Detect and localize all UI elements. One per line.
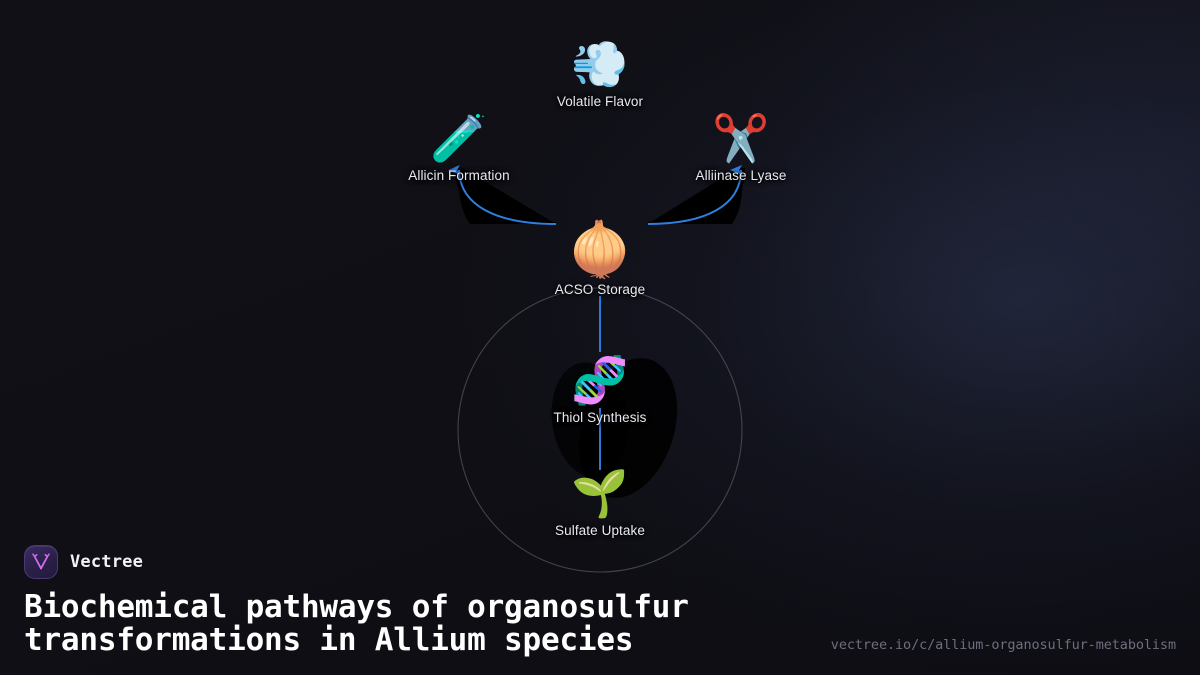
node-thiol-synthesis[interactable]: 🧬 Thiol Synthesis: [520, 354, 680, 426]
node-alliinase-lyase[interactable]: ✂️ Alliinase Lyase: [661, 112, 821, 184]
page-url: vectree.io/c/allium-organosulfur-metabol…: [830, 637, 1176, 653]
onion-icon: 🧅: [567, 220, 633, 280]
footer: Vectree Biochemical pathways of organosu…: [0, 545, 1200, 675]
page-title: Biochemical pathways of organosulfur tra…: [24, 589, 689, 659]
shadow-blob-lower-2: [551, 362, 629, 478]
vectree-logo-icon[interactable]: [24, 545, 58, 580]
edge-acso-to-allicin: [448, 164, 557, 225]
dashing-away-icon: 💨: [571, 37, 629, 91]
edge-acso-to-alliinase: [647, 165, 743, 225]
brand-name: Vectree: [70, 552, 144, 573]
node-label: Sulfate Uptake: [555, 523, 645, 538]
scissors-icon: ✂️: [712, 111, 770, 165]
node-label: Alliinase Lyase: [695, 168, 787, 183]
node-label: ACSO Storage: [554, 282, 646, 297]
node-acso-storage[interactable]: 🧅 ACSO Storage: [520, 222, 680, 298]
halo-ring: [457, 287, 743, 573]
title-row: Biochemical pathways of organosulfur tra…: [24, 591, 1176, 657]
test-tube-icon: 🧪: [430, 111, 488, 165]
node-label: Allicin Formation: [408, 168, 510, 183]
node-label: Thiol Synthesis: [553, 410, 647, 425]
node-volatile-flavor[interactable]: 💨 Volatile Flavor: [520, 38, 680, 110]
seedling-icon: 🌱: [571, 466, 629, 520]
node-label: Volatile Flavor: [556, 94, 644, 109]
brand-row: Vectree: [24, 545, 1176, 580]
node-sulfate-uptake[interactable]: 🌱 Sulfate Uptake: [520, 467, 680, 539]
node-allicin-formation[interactable]: 🧪 Allicin Formation: [379, 112, 539, 184]
dna-icon: 🧬: [571, 353, 629, 407]
